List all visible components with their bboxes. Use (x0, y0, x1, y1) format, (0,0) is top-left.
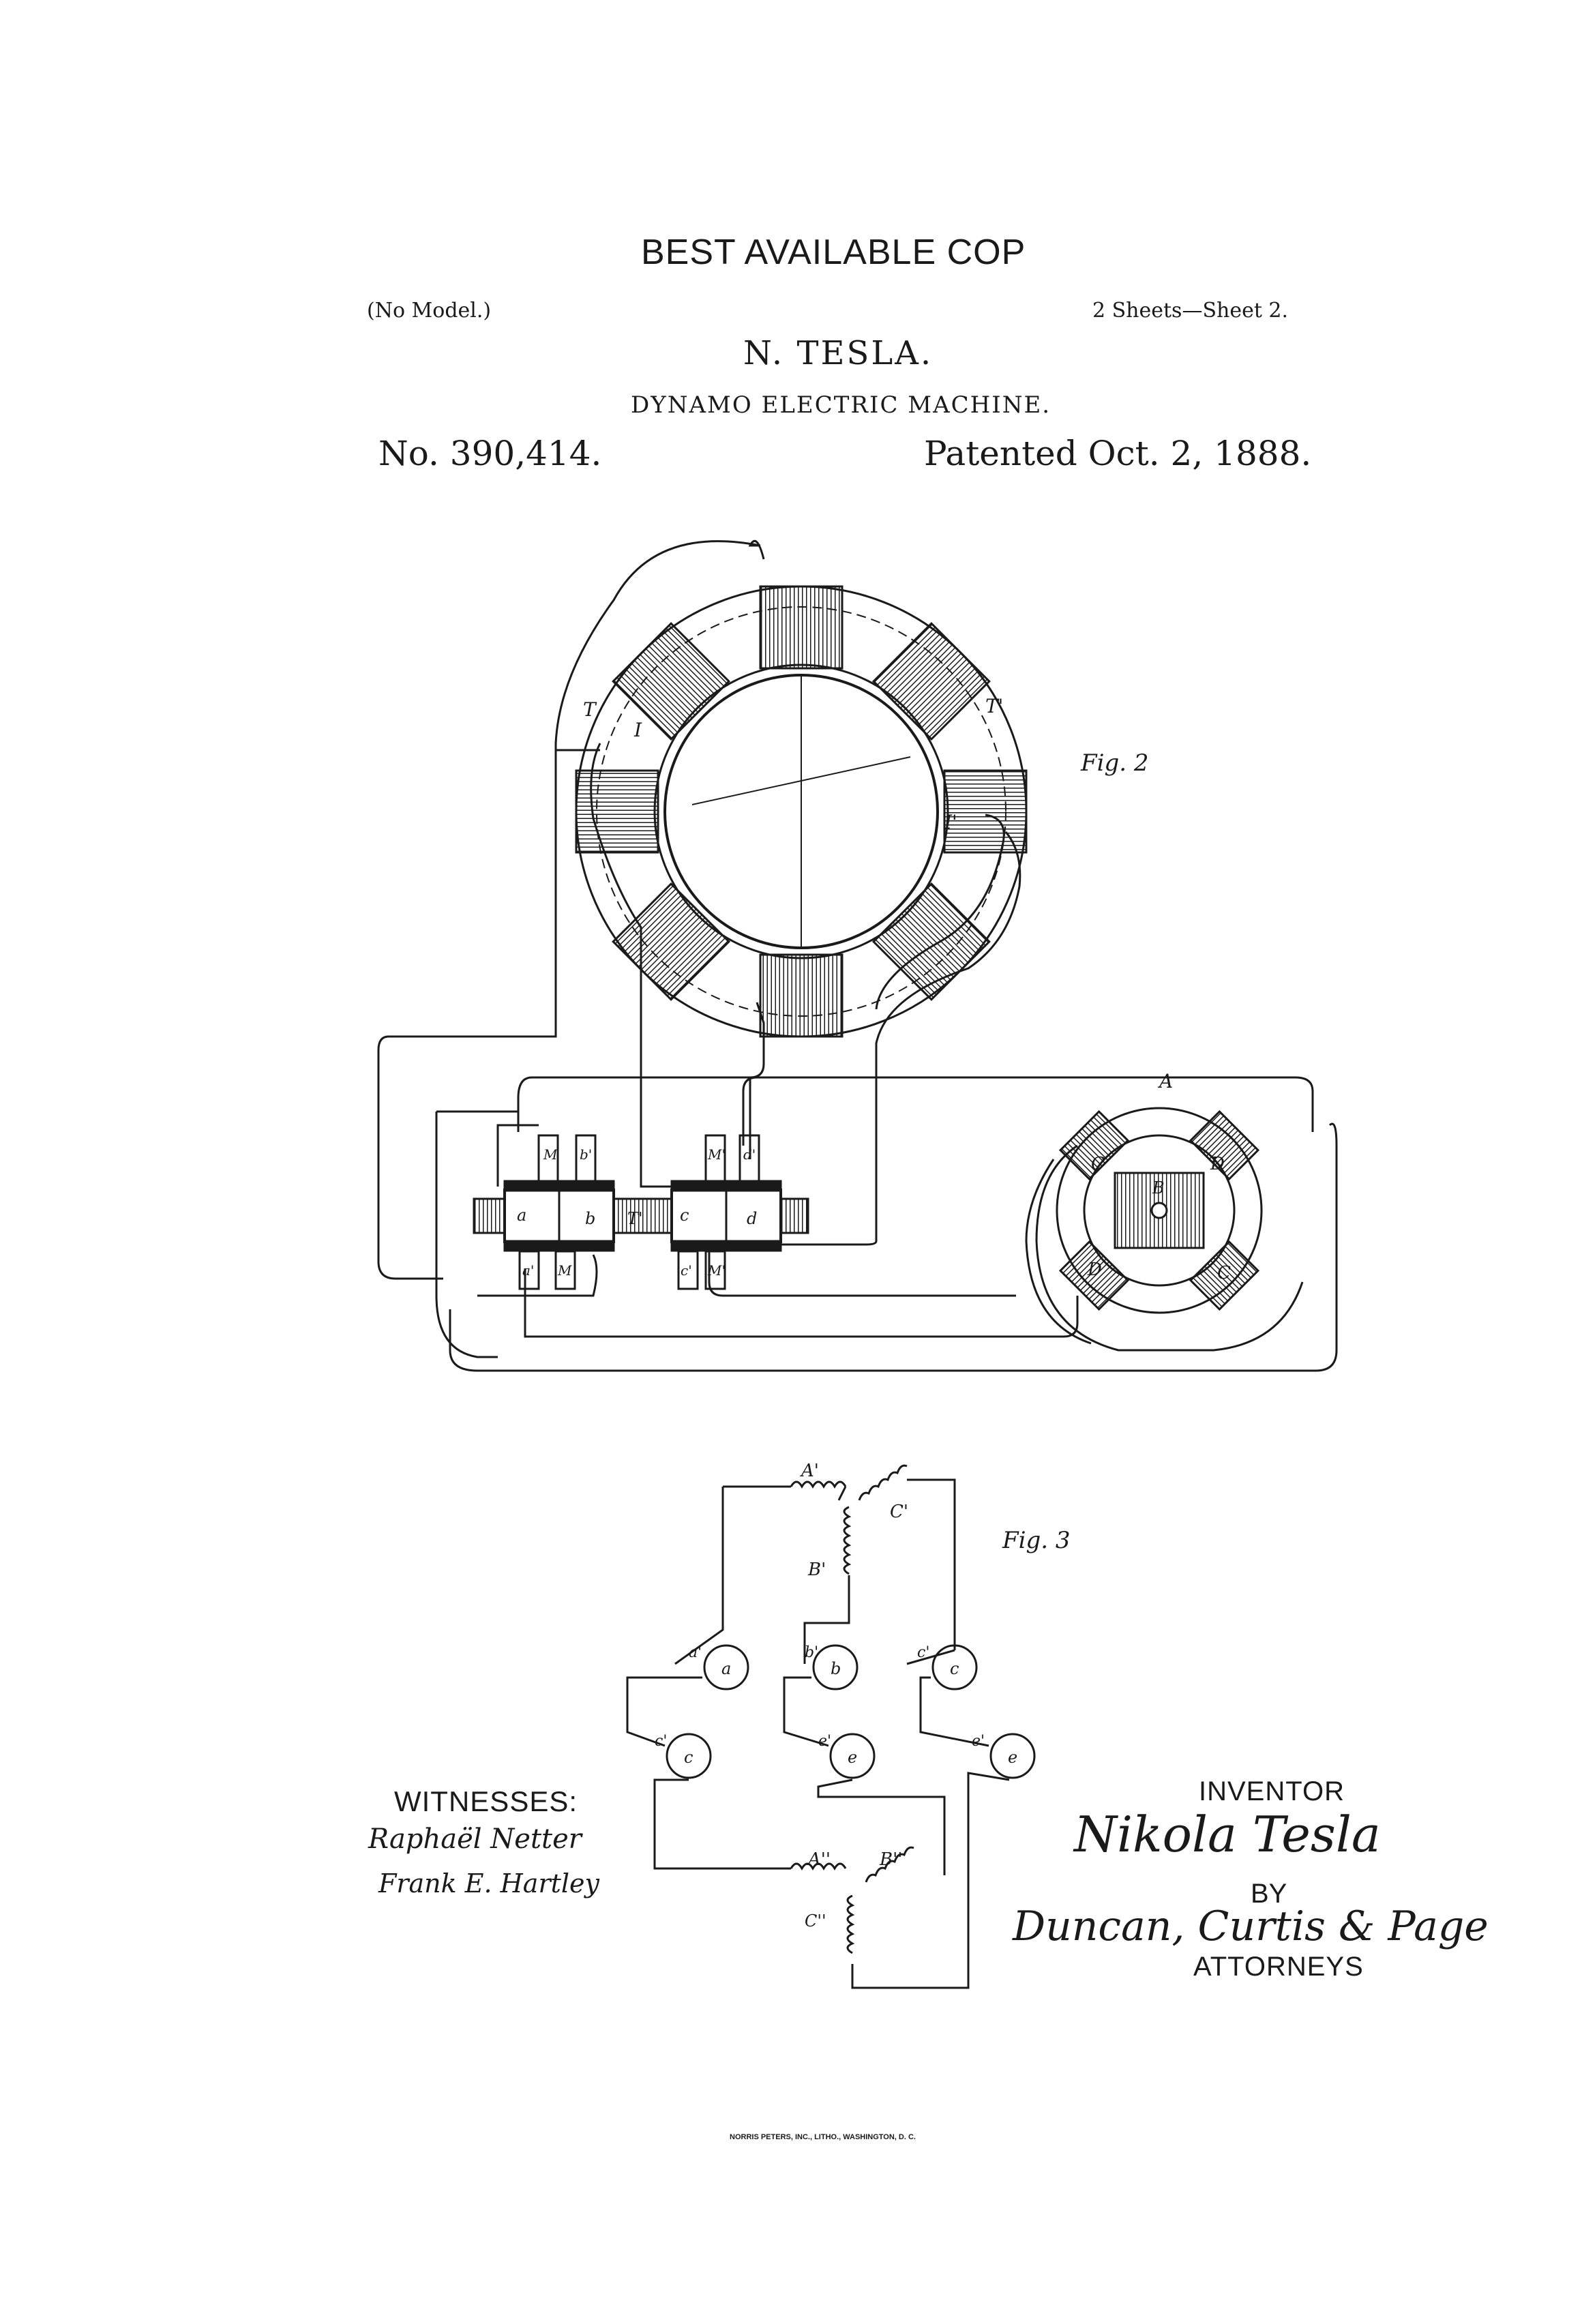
fig3-drawing (626, 1464, 1036, 1989)
fig2-drawing (377, 539, 1338, 1372)
pole-coil (871, 882, 991, 1001)
label-B2: B'' (879, 1849, 902, 1870)
circle-label-5: e (848, 1748, 857, 1767)
coil-A2 (790, 1862, 847, 1871)
label-commutator-d: d (747, 1209, 757, 1228)
by-label: BY (1251, 1879, 1287, 1909)
inventor-label: INVENTOR (1199, 1776, 1345, 1806)
label-I-left: I (633, 719, 642, 741)
label-commutator-a: a (517, 1206, 526, 1225)
inventor-name: N. TESLA. (743, 334, 934, 372)
fig3-caption: Fig. 3 (1002, 1527, 1070, 1554)
patent-number: No. 390,414. (378, 434, 602, 473)
label-T-right: T' (985, 695, 1003, 717)
coil-B2 (865, 1846, 914, 1883)
no-model-note: (No Model.) (367, 299, 492, 323)
attorneys-label: ATTORNEYS (1193, 1952, 1364, 1982)
motor-shaft (1150, 1202, 1168, 1219)
label-C1: C' (890, 1502, 908, 1522)
label-brush-M2-top: M' (707, 1146, 726, 1163)
circle-label-3: c (950, 1659, 959, 1678)
label-brush-b1: b' (580, 1146, 592, 1163)
best-available-copy-stamp: BEST AVAILABLE COP (641, 233, 1026, 272)
attorneys-signature: Duncan, Curtis & Page (1012, 1903, 1489, 1950)
pole-coil (612, 622, 731, 741)
witness-signature-2: Frank E. Hartley (378, 1868, 600, 1898)
label-brush-d1: d' (743, 1146, 756, 1163)
circle-label-1: a (721, 1659, 731, 1678)
patent-title: DYNAMO ELECTRIC MACHINE. (631, 391, 1051, 419)
coil-A1 (790, 1480, 847, 1489)
pole-coil (612, 882, 731, 1001)
label-C2: C'' (805, 1911, 826, 1931)
label-A1: A' (800, 1461, 819, 1481)
circle-label-4: c (684, 1748, 693, 1767)
witnesses-label: WITNESSES: (394, 1785, 578, 1817)
label-I-right: I' (944, 811, 957, 833)
circle-prefix-2: b' (805, 1644, 818, 1661)
coil-C1 (858, 1464, 908, 1501)
sheet-number: 2 Sheets—Sheet 2. (1092, 299, 1289, 323)
label-brush-M-bottom: M (557, 1262, 572, 1279)
label-A: A (1157, 1070, 1173, 1092)
circle-prefix-3: c' (917, 1644, 929, 1661)
label-C-bottom: C (1217, 1263, 1231, 1283)
label-B1: B' (807, 1560, 826, 1580)
pole-coil (759, 953, 844, 1038)
coil-C2 (846, 1894, 855, 1954)
label-commutator-c: c (680, 1206, 689, 1225)
coil-B1 (843, 1506, 852, 1575)
circle-prefix-6: e' (972, 1733, 985, 1750)
label-brush-a1: a' (522, 1262, 534, 1279)
circle-label-2: b (831, 1659, 841, 1678)
circle-prefix-5: e' (818, 1733, 831, 1750)
printer-imprint: NORRIS PETERS, INC., LITHO., WASHINGTON,… (730, 2133, 916, 2141)
inventor-signature: Nikola Tesla (1073, 1806, 1381, 1863)
pole-coil (871, 622, 991, 741)
label-brush-M2-bottom: M' (707, 1262, 726, 1279)
label-D-top: D (1210, 1154, 1225, 1174)
label-brush-c1: c' (681, 1262, 692, 1279)
label-shaft-T: T' (627, 1209, 643, 1228)
witness-signature-1: Raphaël Netter (368, 1823, 584, 1855)
motor-outer-arc (1035, 1144, 1304, 1352)
label-commutator-b: b (585, 1209, 595, 1228)
label-D-bottom: D (1087, 1260, 1102, 1280)
motor-ring-outer (1056, 1107, 1263, 1314)
circle-label-6: e (1008, 1748, 1017, 1767)
circle-prefix-1: a' (689, 1644, 702, 1661)
pole-coil (759, 585, 844, 670)
label-C-top: C (1091, 1154, 1105, 1174)
fig2-caption: Fig. 2 (1080, 749, 1148, 777)
circle-prefix-4: c' (655, 1733, 667, 1750)
label-B: B (1152, 1178, 1165, 1197)
label-A2: A'' (807, 1849, 831, 1870)
motor-ring-inner (1083, 1134, 1236, 1287)
label-brush-M-top: M (543, 1146, 558, 1163)
label-T-left: T (583, 698, 597, 721)
pole-coil (575, 769, 659, 854)
patent-date: Patented Oct. 2, 1888. (924, 434, 1312, 473)
